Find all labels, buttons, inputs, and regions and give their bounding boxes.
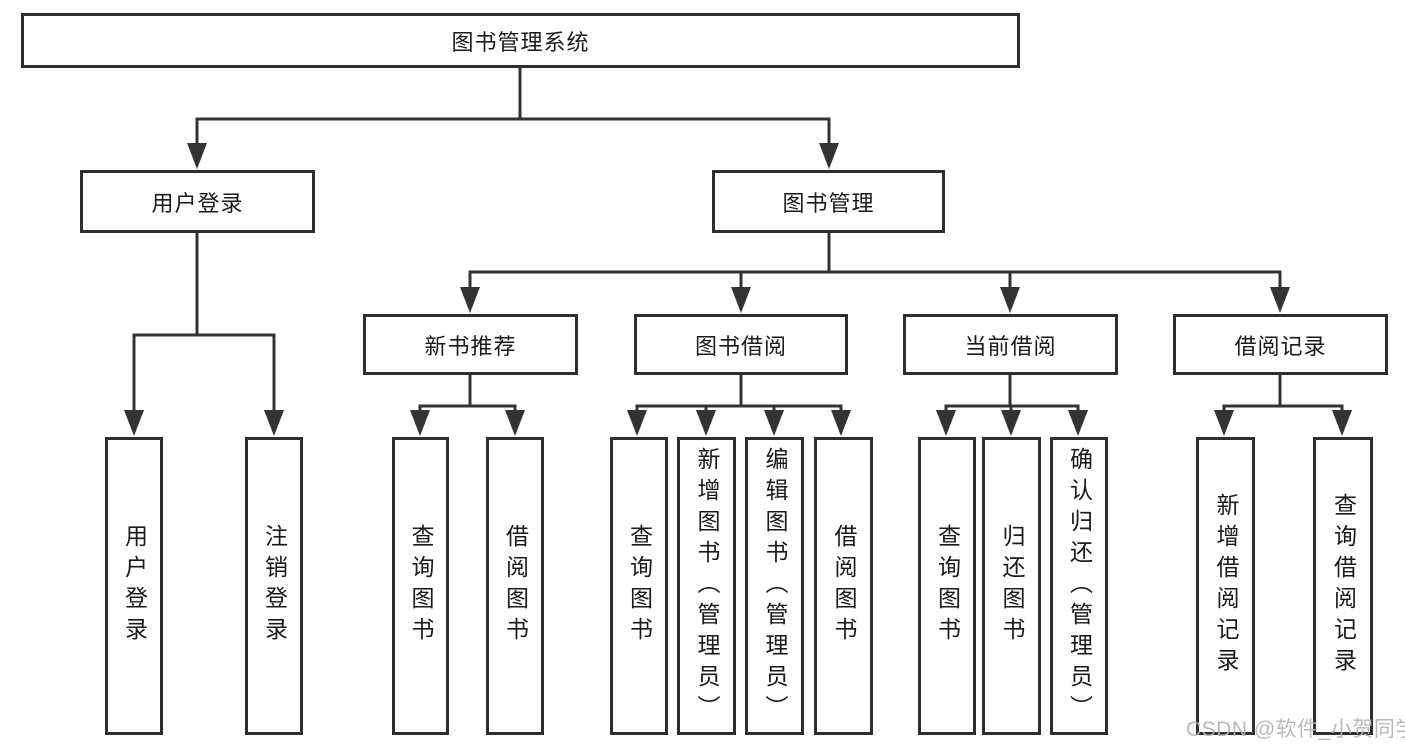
leaf-current-confirm-return-admin: 确认归还（管理员） (1050, 437, 1108, 735)
connector-newbook-to-leaves (410, 374, 525, 436)
leaf-borrowing-edit-books-admin: 编辑图书（管理员） (745, 437, 804, 735)
leaf-current-query-books: 查询图书 (918, 437, 976, 735)
node-current-borrowing: 当前借阅 (903, 314, 1118, 375)
node-new-book-recommend: 新书推荐 (363, 314, 578, 375)
leaf-newbook-borrow-books: 借阅图书 (486, 437, 544, 735)
leaf-borrowing-query-books: 查询图书 (610, 437, 668, 735)
leaf-records-query-record: 查询借阅记录 (1313, 437, 1373, 735)
leaf-current-return-books: 归还图书 (982, 437, 1041, 735)
connector-root-to-level2 (187, 66, 839, 169)
leaf-user-login: 用户登录 (105, 437, 163, 735)
connector-current-to-leaves (936, 374, 1088, 436)
csdn-watermark: CSDN @软件_小贺同学 (1186, 718, 1405, 741)
leaf-records-add-record: 新增借阅记录 (1196, 437, 1255, 735)
node-book-borrowing: 图书借阅 (634, 314, 848, 375)
node-book-management: 图书管理 (712, 170, 945, 233)
connector-bookmgmt-to-modules (460, 232, 1290, 313)
node-root-system: 图书管理系统 (21, 13, 1020, 68)
node-user-login: 用户登录 (80, 170, 315, 233)
leaf-newbook-query-books: 查询图书 (392, 437, 449, 735)
leaf-borrowing-add-books-admin: 新增图书（管理员） (677, 437, 736, 735)
connector-borrowing-to-leaves (627, 374, 851, 436)
leaf-borrowing-borrow-books: 借阅图书 (814, 437, 873, 735)
connector-userlogin-to-leaves (124, 232, 284, 436)
connector-records-to-leaves (1214, 374, 1352, 436)
leaf-logout-login: 注销登录 (245, 437, 303, 735)
node-borrowing-records: 借阅记录 (1173, 314, 1388, 375)
